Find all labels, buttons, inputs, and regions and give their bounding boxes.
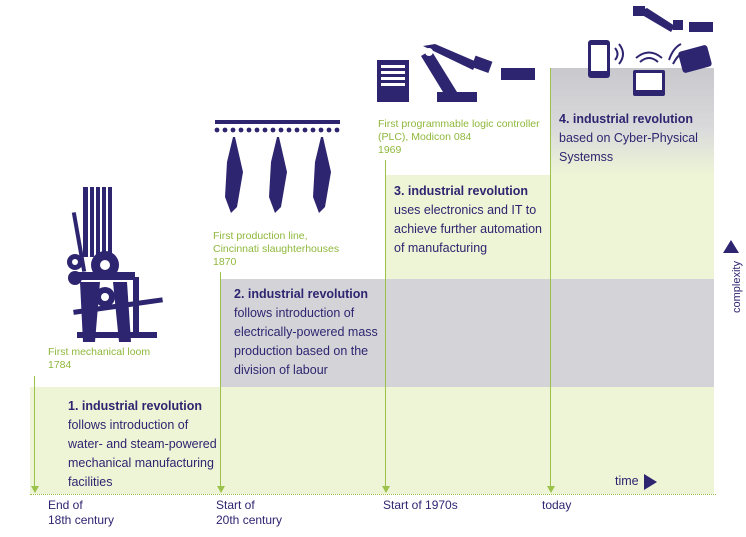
complexity-arrow-icon: [723, 240, 739, 253]
loom-icon: [67, 187, 163, 342]
time-axis-label: time: [615, 474, 639, 488]
era-label-3: Start of 1970s: [383, 498, 458, 512]
stage-2-text: 2. industrial revolution follows introdu…: [234, 285, 378, 380]
plc-robot-arm-icon: [377, 44, 535, 102]
production-line-icon: [214, 120, 340, 213]
milestone-2-caption: First production line, Cincinnati slaugh…: [213, 230, 339, 269]
stage-2-description: follows introduction of electrically-pow…: [234, 306, 378, 377]
stage-4-text: 4. industrial revolution based on Cyber-…: [559, 110, 698, 167]
stage-1-title: 1. industrial revolution: [68, 399, 203, 413]
stage-3-band: [385, 175, 714, 279]
stage-1-band: [30, 387, 714, 494]
stage-1-description: follows introduction of water- and steam…: [68, 418, 217, 489]
complexity-axis-label: complexity: [731, 261, 743, 313]
milestone-1-caption: First mechanical loom 1784: [48, 346, 150, 372]
milestone-2-name: First production line, Cincinnati slaugh…: [213, 230, 340, 255]
milestone-1-arrowhead: [30, 486, 39, 493]
milestone-3-caption: First programmable logic controller (PLC…: [378, 118, 540, 157]
milestone-4-arrowhead: [546, 486, 555, 493]
milestone-1-year: 1784: [48, 359, 72, 371]
stage-4-title: 4. industrial revolution: [559, 112, 694, 126]
milestone-1-name: First mechanical loom: [48, 346, 151, 358]
milestone-2-year: 1870: [213, 256, 237, 268]
stage-1-text: 1. industrial revolution follows introdu…: [68, 397, 217, 492]
time-arrow-icon: [644, 474, 657, 490]
era-label-1: End of 18th century: [48, 498, 115, 527]
milestone-3-line: [385, 160, 387, 486]
stage-3-description: uses electronics and IT to achieve furth…: [394, 203, 543, 255]
cyber-physical-devices-icon: [588, 6, 713, 96]
milestone-2-arrowhead: [216, 486, 225, 493]
stage-4-description: based on Cyber-Physical Systemss: [559, 131, 698, 164]
milestone-4-line: [550, 68, 552, 486]
era-label-4: today: [542, 498, 572, 512]
stage-4-band: [550, 68, 714, 175]
stage-2-title: 2. industrial revolution: [234, 287, 369, 301]
milestone-3-name: First programmable logic controller (PLC…: [378, 118, 540, 143]
milestone-3-year: 1969: [378, 144, 402, 156]
milestone-2-line: [220, 272, 222, 486]
milestone-3-arrowhead: [381, 486, 390, 493]
stage-3-text: 3. industrial revolution uses electronic…: [394, 182, 542, 258]
stage-3-title: 3. industrial revolution: [394, 184, 529, 198]
stage-2-band: [220, 279, 714, 387]
time-axis: [30, 494, 716, 495]
era-label-2: Start of 20th century: [216, 498, 283, 527]
milestone-1-line: [34, 376, 36, 486]
